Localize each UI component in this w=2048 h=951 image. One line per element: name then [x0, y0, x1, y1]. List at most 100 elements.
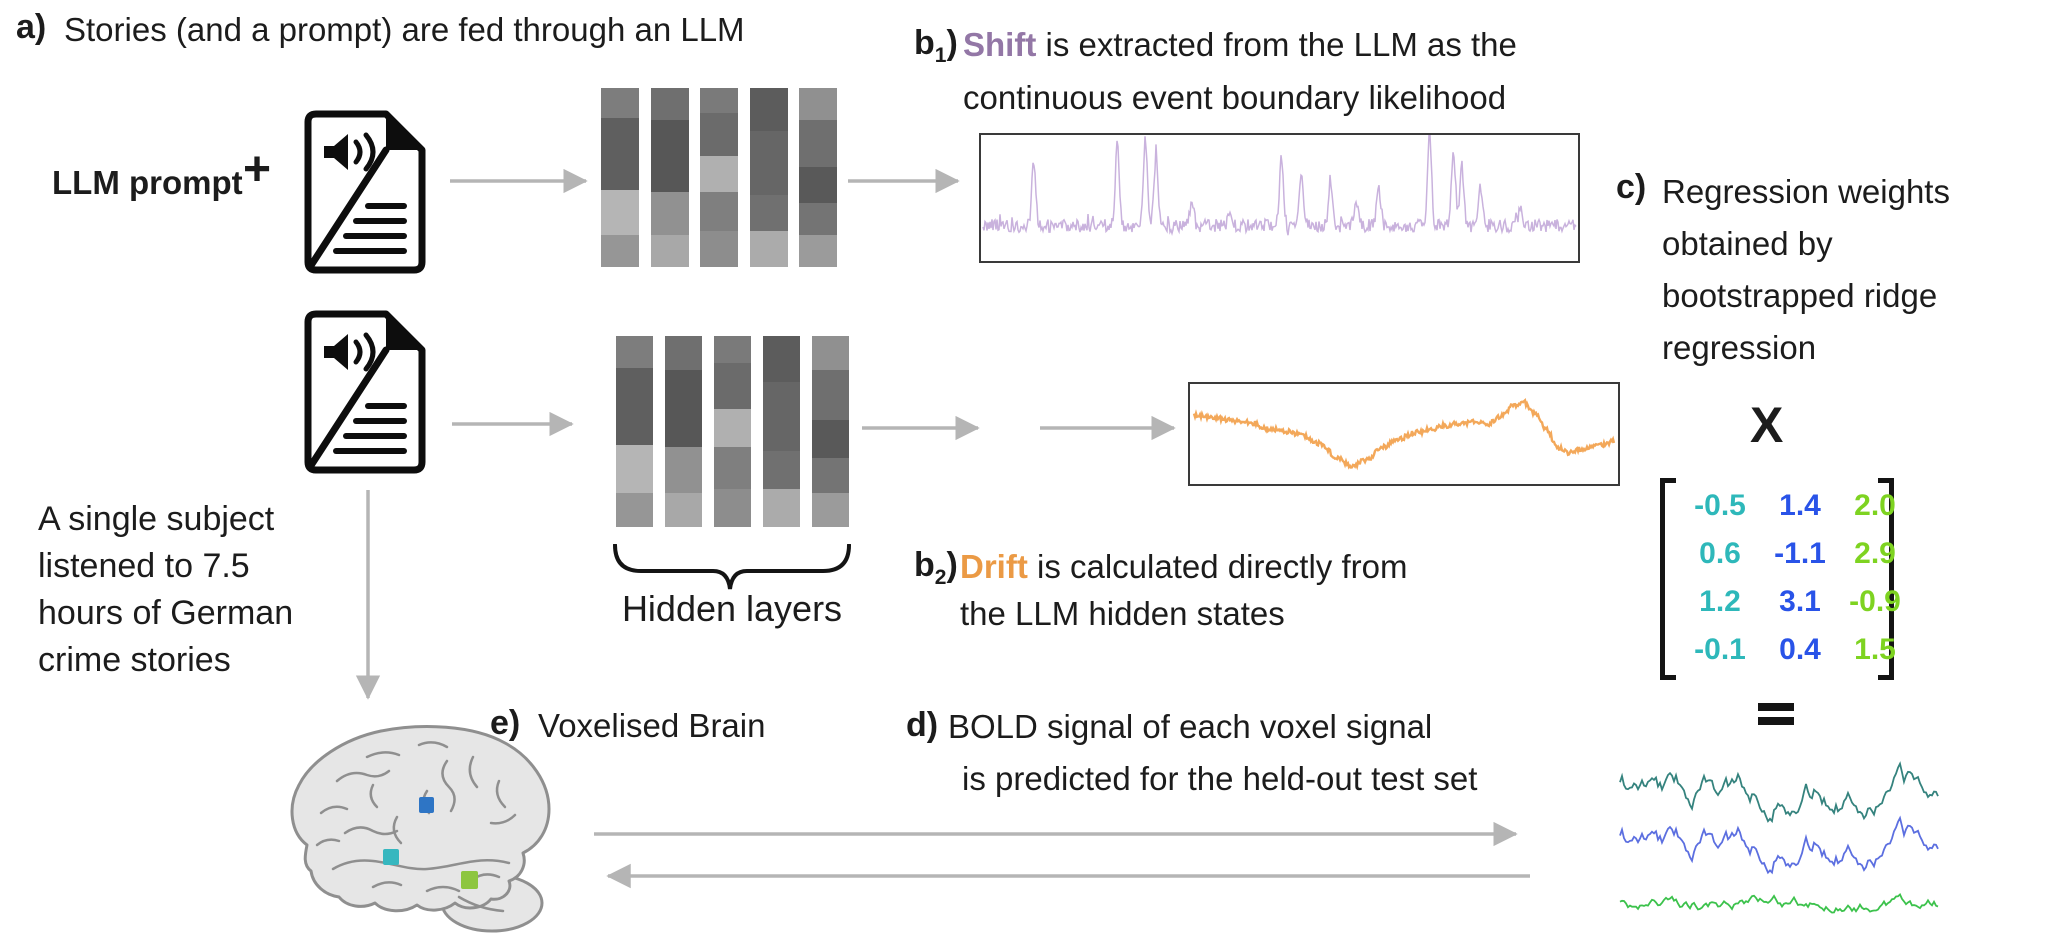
- layer-bar: [601, 88, 639, 267]
- voxel-green: [461, 871, 478, 889]
- brain-illustration: [290, 725, 551, 933]
- matrix-cell: 2.0: [1854, 489, 1896, 522]
- layer-bar-segment: [714, 362, 751, 409]
- layer-bar-segment: [799, 202, 837, 235]
- layer-bar-segment: [763, 336, 800, 382]
- layer-bar: [763, 336, 800, 527]
- shift-keyword: Shift: [963, 26, 1037, 63]
- layer-bar-segment: [812, 420, 849, 459]
- signal-trace: [1619, 815, 1939, 875]
- panel-b1-line2: continuous event boundary likelihood: [963, 79, 1507, 116]
- hidden-layers-bars-top: [601, 88, 837, 267]
- layer-bar-segment: [650, 88, 689, 121]
- signal-trace: [1192, 397, 1616, 471]
- layer-bar-segment: [700, 191, 738, 232]
- layer-bar: [749, 88, 788, 267]
- panel-a-label: a): [16, 8, 47, 46]
- matrix-cell: 1.4: [1779, 489, 1821, 522]
- audio-story-document-icon: [304, 110, 426, 274]
- layer-bar-segment: [700, 113, 738, 156]
- layer-bar-segment: [812, 336, 849, 371]
- layer-bar-segment: [749, 130, 788, 196]
- text-lines-icon: [333, 203, 407, 254]
- speaker-icon: [324, 132, 376, 172]
- layer-bar-segment: [665, 446, 702, 493]
- layer-bar-segment: [616, 444, 653, 493]
- panel-b1-label: b1): [914, 24, 958, 67]
- folded-corner-icon: [386, 312, 424, 350]
- layer-bar-segment: [763, 381, 800, 451]
- hidden-layers-caption: Hidden layers: [621, 588, 843, 629]
- panel-e-title: Voxelised Brain: [538, 707, 766, 744]
- panel-b1-line1: Shift is extracted from the LLM as the: [963, 26, 1517, 63]
- llm-prompt-label: LLM prompt: [52, 164, 243, 201]
- drift-trace-plot: [1188, 382, 1620, 486]
- voxel-blue: [419, 797, 434, 813]
- subject-note: A single subject listened to 7.5 hours o…: [38, 496, 293, 684]
- matrix-cell: 3.1: [1779, 585, 1821, 618]
- matrix-left-bracket-icon: [1660, 478, 1676, 680]
- matrix-cell: 0.6: [1699, 537, 1741, 570]
- layer-bar: [714, 336, 751, 527]
- layer-bar-segment: [749, 195, 788, 232]
- matrix-cell: -0.5: [1694, 489, 1746, 522]
- signal-trace: [1619, 893, 1939, 914]
- matrix-cell: 1.2: [1699, 585, 1741, 618]
- panel-a-title: Stories (and a prompt) are fed through a…: [64, 11, 745, 48]
- panel-b2-line2: the LLM hidden states: [960, 595, 1285, 632]
- panel-c-line: Regression weights: [1662, 173, 1950, 210]
- matrix-cell: 2.9: [1854, 537, 1896, 570]
- layer-bar-segment: [665, 492, 702, 527]
- audio-story-document-icon: [304, 310, 426, 474]
- subject-note-line: listened to 7.5: [38, 547, 250, 585]
- layer-bar: [665, 336, 702, 527]
- layer-bar-segment: [616, 368, 653, 445]
- shift-trace-plot: [979, 133, 1580, 263]
- layer-bar-segment: [799, 88, 837, 121]
- brace-icon: [613, 544, 851, 590]
- panel-c-text: Regression weights obtained by bootstrap…: [1662, 166, 1950, 374]
- voxel-teal: [383, 849, 399, 865]
- matrix-right-bracket-icon: [1878, 478, 1894, 680]
- panel-d-line1: BOLD signal of each voxel signal: [948, 708, 1433, 745]
- layer-bar: [799, 88, 837, 267]
- panel-c-label: c): [1616, 168, 1647, 206]
- layer-bar-segment: [665, 336, 702, 371]
- text-lines-icon: [333, 403, 407, 454]
- panel-c-line: regression: [1662, 329, 1817, 366]
- layer-bar-segment: [812, 370, 849, 421]
- panel-e-label: e): [490, 704, 521, 742]
- panel-b2-line1: Drift is calculated directly from: [960, 548, 1408, 585]
- layer-bar-segment: [812, 492, 849, 527]
- matrix-cell: -0.9: [1849, 585, 1901, 618]
- predicted-bold-traces: [1619, 761, 1939, 914]
- layer-bar-segment: [749, 231, 788, 267]
- subject-note-line: A single subject: [38, 500, 275, 538]
- layer-bar-segment: [714, 488, 751, 527]
- signal-trace: [982, 135, 1577, 236]
- layer-bar-segment: [700, 88, 738, 114]
- layer-bar-segment: [749, 88, 788, 131]
- panel-b2-label: b2): [914, 546, 958, 589]
- layer-bar-segment: [601, 88, 639, 119]
- layer-bar: [700, 88, 738, 267]
- folded-corner-icon: [386, 112, 424, 150]
- matrix-cell: 0.4: [1779, 633, 1821, 666]
- layer-bar-segment: [700, 156, 738, 192]
- layer-bar: [812, 336, 849, 527]
- layer-bar-segment: [700, 231, 738, 267]
- layer-bar-segment: [714, 408, 751, 447]
- drift-keyword: Drift: [960, 548, 1028, 585]
- hidden-layers-bars-bottom: [616, 336, 849, 527]
- layer-bar-segment: [799, 166, 837, 203]
- subject-note-line: hours of German: [38, 594, 294, 632]
- layer-bar-segment: [601, 234, 639, 267]
- layer-bar-segment: [665, 370, 702, 447]
- layer-bar-segment: [714, 336, 751, 363]
- plus-sign: +: [243, 143, 272, 196]
- layer-bar-segment: [650, 191, 689, 235]
- panel-c-line: obtained by: [1662, 225, 1833, 262]
- layer-bar-segment: [799, 234, 837, 267]
- layer-bar-segment: [601, 190, 639, 235]
